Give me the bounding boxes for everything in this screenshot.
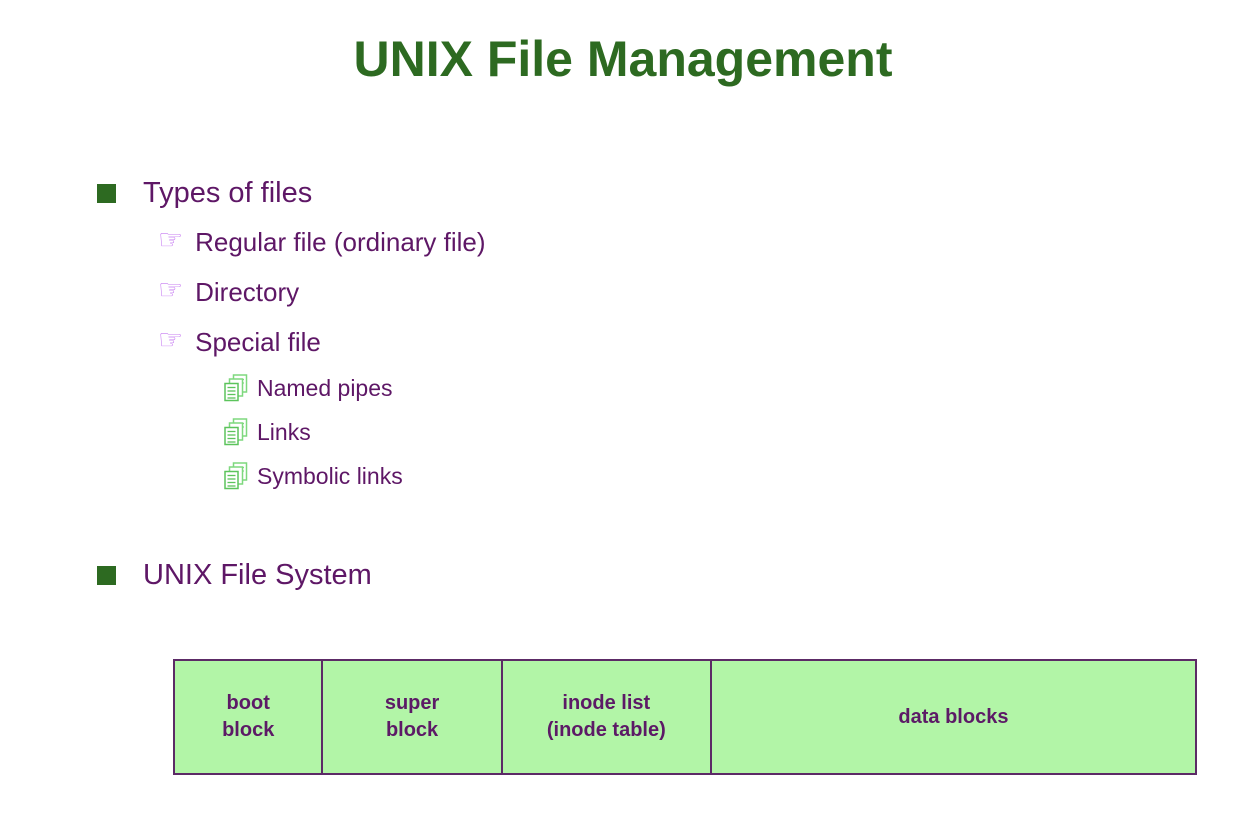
bullet-item-special-file: ☞ Special file — [158, 322, 321, 362]
bullet-item-unix-file-system: UNIX File System — [97, 555, 372, 595]
bullet-label: Types of files — [143, 176, 313, 209]
unix-file-system-diagram: boot block super block inode list (inode… — [173, 659, 1197, 775]
bullet-label: Links — [257, 418, 311, 445]
bullet-item-types-of-files: Types of files — [97, 173, 312, 213]
bullet-item-regular-file: ☞ Regular file (ordinary file) — [158, 222, 486, 262]
pointing-finger-icon: ☞ — [158, 274, 184, 305]
bullet-label: Directory — [195, 276, 300, 307]
bullet-item-links: Links — [224, 415, 311, 449]
document-pages-icon — [224, 418, 249, 446]
bullet-label: Symbolic links — [257, 462, 403, 489]
bullet-item-directory: ☞ Directory — [158, 272, 299, 312]
diagram-cell-boot-block: boot block — [175, 661, 324, 773]
document-pages-icon — [224, 374, 249, 402]
document-pages-icon — [224, 462, 249, 490]
bullet-label: Named pipes — [257, 374, 393, 401]
diagram-cell-data-blocks: data blocks — [898, 705, 1009, 728]
diagram-cell-super-block: super block — [323, 661, 503, 773]
bullet-label: UNIX File System — [143, 558, 372, 591]
page-title: UNIX File Management — [353, 31, 893, 87]
bullet-item-named-pipes: Named pipes — [224, 371, 393, 405]
pointing-finger-icon: ☞ — [158, 324, 184, 355]
bullet-label: Regular file (ordinary file) — [195, 226, 486, 257]
square-bullet-icon — [97, 183, 116, 203]
square-bullet-icon — [97, 565, 116, 585]
bullet-item-symbolic-links: Symbolic links — [224, 459, 403, 493]
bullet-label: Special file — [195, 326, 321, 357]
pointing-finger-icon: ☞ — [158, 224, 184, 255]
diagram-cell-inode-list: inode list (inode table) — [503, 661, 712, 773]
